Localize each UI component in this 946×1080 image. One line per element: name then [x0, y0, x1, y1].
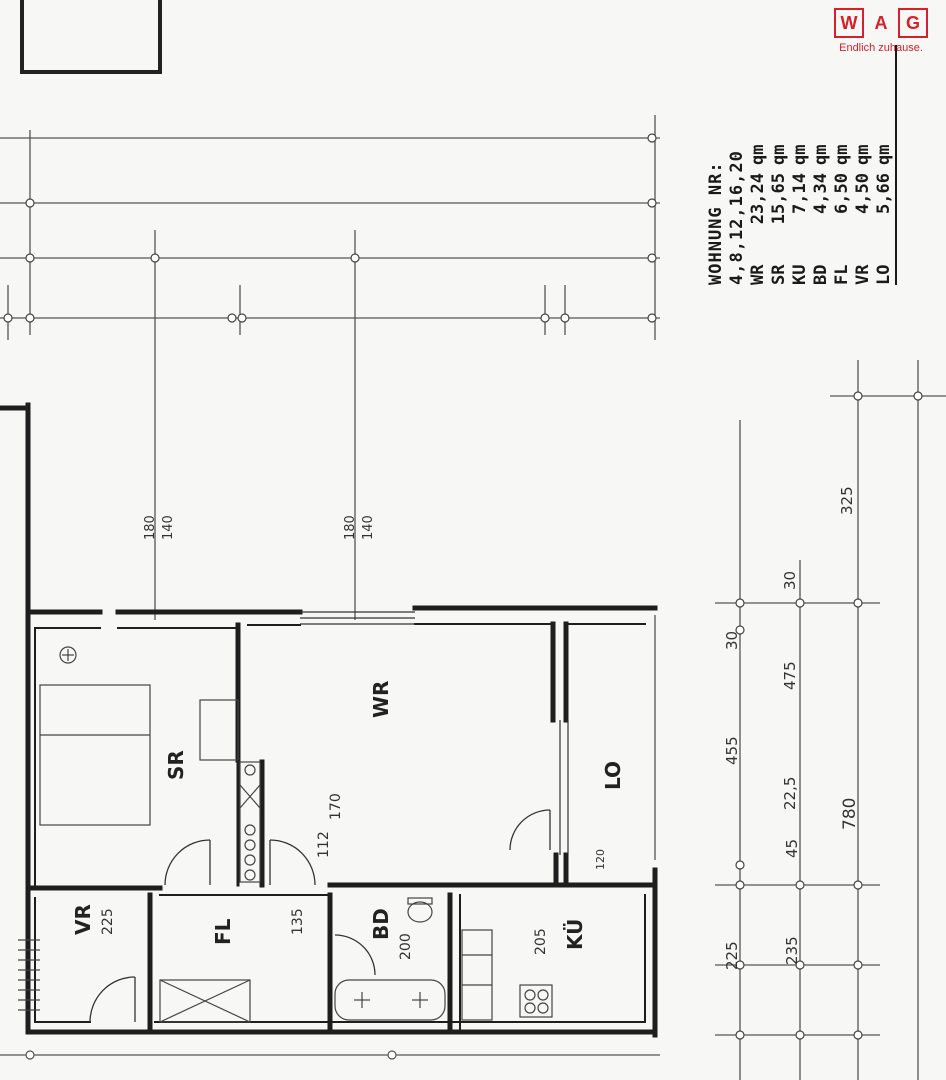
room-label-wr: WR	[369, 681, 393, 718]
area-row-value: 5,66	[874, 173, 894, 214]
area-table-title: WOHNUNG NR: 4,8,12,16,20	[706, 150, 747, 285]
dimension-markers-top	[3, 133, 657, 323]
area-row-value: 4,34	[811, 173, 831, 214]
dim-wr-170: 170	[328, 793, 344, 820]
dimension-markers-right	[735, 391, 923, 1040]
area-row-unit: qm	[748, 144, 768, 165]
windows	[300, 611, 569, 855]
neighbor-unit-fragment	[20, 0, 162, 74]
dimension-lines-right	[654, 360, 946, 1080]
dim-right-475: 475	[781, 661, 799, 690]
area-row-unit: qm	[811, 144, 831, 165]
dim-wr-112: 112	[316, 831, 332, 858]
dim-right-780: 780	[840, 798, 860, 830]
area-row: SR 15,65 qm	[769, 45, 790, 285]
dim-200: 200	[398, 933, 414, 960]
area-row-value: 15,65	[769, 173, 789, 225]
room-label-ku: KÜ	[563, 919, 587, 950]
area-row-unit: qm	[790, 144, 810, 165]
area-row-code: FL	[832, 264, 852, 285]
room-label-bd: BD	[369, 908, 393, 940]
area-row-code: KU	[790, 264, 810, 285]
dim-right-325: 325	[838, 486, 856, 515]
dim-right-30: 30	[781, 571, 799, 590]
room-label-fl: FL	[211, 918, 235, 945]
dim-right-225: 225	[723, 941, 741, 970]
dim-right-30b: 30	[723, 631, 741, 650]
dim-120: 120	[594, 849, 607, 870]
area-row-unit: qm	[769, 144, 789, 165]
dim-205: 205	[533, 928, 549, 955]
room-label-sr: SR	[164, 750, 188, 780]
dimension-lines-top	[0, 115, 660, 620]
dim-vr-225: 225	[100, 908, 116, 935]
area-row-code: WR	[748, 264, 768, 285]
wag-logo: W A G Endlich zuhause.	[826, 8, 936, 54]
area-row-code: LO	[874, 264, 894, 285]
area-row-code: BD	[811, 264, 831, 285]
logo-letter-w: W	[834, 8, 864, 38]
dim-sr-window-top: 180	[143, 515, 158, 540]
logo-letter-a: A	[874, 13, 888, 33]
area-row-value: 6,50	[832, 173, 852, 214]
area-table: WOHNUNG NR: 4,8,12,16,20 WR 23,24 qm SR …	[706, 45, 897, 285]
walls	[0, 402, 658, 1038]
dim-right-455: 455	[723, 736, 741, 765]
area-row: FL 6,50 qm	[832, 45, 853, 285]
room-label-lo: LO	[601, 761, 625, 790]
area-row-code: VR	[853, 264, 873, 285]
dim-fl-135: 135	[290, 908, 306, 935]
doors	[89, 809, 551, 1023]
dim-right-235: 235	[783, 936, 801, 965]
area-row: KU 7,14 qm	[790, 45, 811, 285]
area-row-unit: qm	[832, 144, 852, 165]
dim-sr-window-bottom: 140	[161, 515, 176, 540]
area-row-value: 23,24	[748, 173, 768, 225]
dim-wr-window-top: 180	[343, 515, 358, 540]
dim-wr-window-bottom: 140	[361, 515, 376, 540]
area-row: LO 5,66 qm	[874, 45, 897, 285]
area-row-unit: qm	[853, 144, 873, 165]
area-row-code: SR	[769, 264, 789, 285]
dimension-lines-bottom	[0, 1050, 660, 1060]
fixtures	[18, 646, 553, 1023]
area-row: BD 4,34 qm	[811, 45, 832, 285]
area-row-unit: qm	[874, 144, 894, 165]
area-row: WR 23,24 qm	[748, 45, 769, 285]
area-row: VR 4,50 qm	[853, 45, 874, 285]
logo-letter-g: G	[898, 8, 928, 38]
logo-tagline: Endlich zuhause.	[839, 42, 923, 54]
area-row-value: 4,50	[853, 173, 873, 214]
dim-right-45: 45	[783, 839, 801, 858]
room-label-vr: VR	[71, 904, 95, 935]
area-row-value: 7,14	[790, 173, 810, 214]
dim-right-22-5: 22,5	[781, 777, 799, 810]
